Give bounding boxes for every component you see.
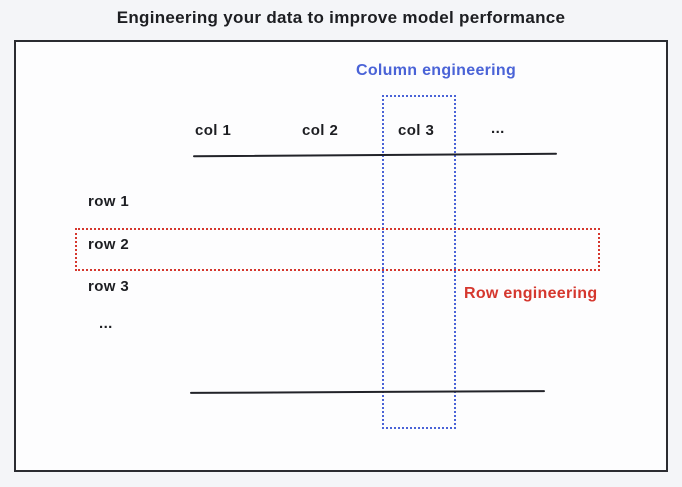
column-header-ellipsis: ... — [491, 120, 505, 137]
row-label-row3: row 3 — [88, 278, 130, 295]
row-engineering-label: Row engineering — [464, 285, 598, 302]
column-header-col1: col 1 — [195, 122, 232, 139]
column-header-col2: col 2 — [302, 122, 339, 139]
diagram-canvas — [14, 40, 668, 472]
row-label-row2: row 2 — [88, 236, 130, 253]
row-highlight-dotted-box — [75, 228, 600, 271]
row-label-row1: row 1 — [88, 193, 130, 210]
column-header-col3: col 3 — [398, 122, 435, 139]
column-highlight-dotted-box — [382, 95, 456, 429]
page-title: Engineering your data to improve model p… — [116, 8, 566, 27]
row-label-ellipsis: ... — [99, 315, 113, 332]
column-engineering-label: Column engineering — [356, 62, 517, 79]
